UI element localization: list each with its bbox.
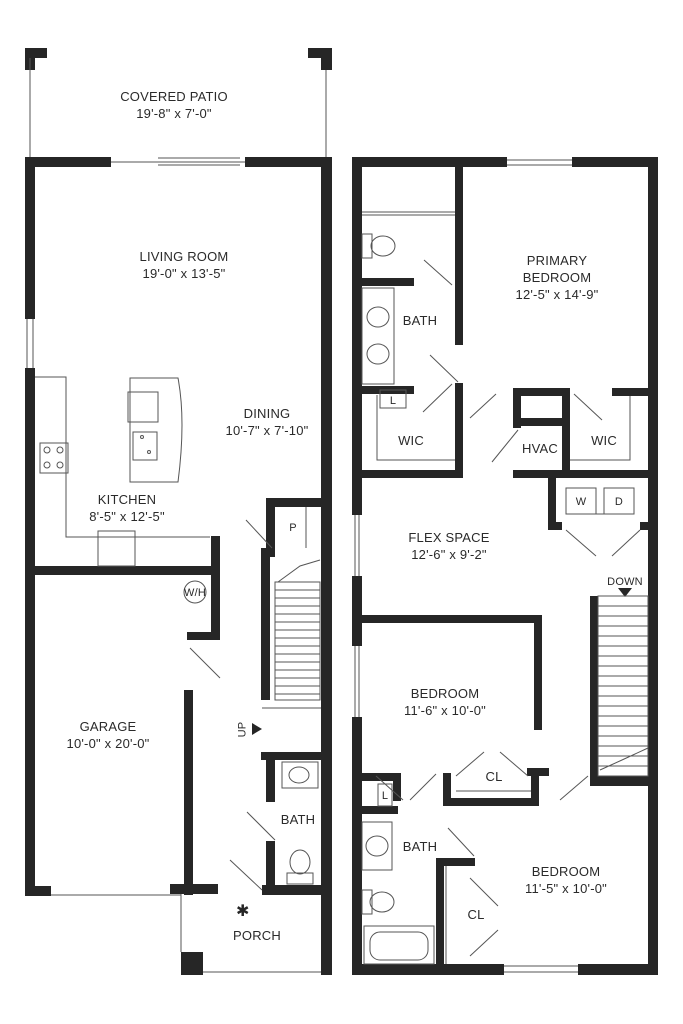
room-name: CL: [485, 769, 503, 784]
room-name: KITCHEN: [97, 492, 157, 507]
room-dims: 10'-0" x 20'-0": [66, 736, 150, 751]
room-label-porch: PORCH: [233, 927, 281, 944]
room-dims: 19'-0" x 13'-5": [142, 266, 226, 281]
room-name: GARAGE: [79, 719, 137, 734]
room-dims: 19'-8" x 7'-0": [136, 106, 212, 121]
room-label-bedroom-a: BEDROOM 11'-6" x 10'-0": [404, 685, 486, 719]
first-floor-fixtures: ✱: [26, 58, 327, 973]
first-floor-walls: [25, 48, 332, 975]
room-label-closet-a: CL: [485, 768, 502, 785]
linen-upper-label: L: [381, 790, 389, 802]
room-label-bath-upper: BATH: [403, 838, 438, 855]
room-label-living-room: LIVING ROOM 19'-0" x 13'-5": [140, 248, 229, 282]
room-label-kitchen: KITCHEN 8'-5" x 12'-5": [89, 491, 165, 525]
room-name: BEDROOM: [531, 864, 601, 879]
room-dims: 12'-6" x 9'-2": [411, 547, 487, 562]
room-label-flex-space: FLEX SPACE 12'-6" x 9'-2": [408, 529, 489, 563]
room-name: PORCH: [233, 928, 281, 943]
room-label-covered-patio: COVERED PATIO 19'-8" x 7'-0": [120, 88, 228, 122]
svg-text:✱: ✱: [236, 901, 249, 920]
room-name: WIC: [591, 433, 617, 448]
room-name: FLEX SPACE: [408, 530, 490, 545]
room-name: BATH: [402, 313, 438, 328]
room-name: DINING: [243, 406, 291, 421]
room-dims: 12'-5" x 14'-9": [515, 287, 599, 302]
room-name-line2: BEDROOM: [522, 270, 592, 285]
room-name: PRIMARY: [526, 253, 588, 268]
room-dims: 11'-5" x 10'-0": [525, 881, 607, 896]
room-name: WIC: [398, 433, 424, 448]
room-label-hvac: HVAC: [522, 440, 558, 457]
room-label-wic-left: WIC: [398, 432, 424, 449]
room-label-garage: GARAGE 10'-0" x 20'-0": [67, 718, 150, 752]
second-floor-walls: [352, 157, 658, 975]
room-dims: 8'-5" x 12'-5": [89, 509, 165, 524]
room-label-bath-down: BATH: [281, 811, 316, 828]
room-label-bath-primary: BATH: [403, 312, 438, 329]
room-label-bedroom-b: BEDROOM 11'-5" x 10'-0": [525, 863, 607, 897]
room-name: BEDROOM: [410, 686, 480, 701]
room-dims: 11'-6" x 10'-0": [404, 703, 486, 718]
room-name: BATH: [280, 812, 316, 827]
up-label: UP: [236, 721, 249, 738]
pantry-label: P: [289, 522, 297, 534]
second-floor-fixtures: [354, 159, 649, 973]
room-label-closet-b: CL: [467, 906, 484, 923]
water-heater-label: W/H: [184, 587, 206, 599]
room-name: LIVING ROOM: [139, 249, 229, 264]
linen-primary-label: L: [389, 395, 397, 407]
room-label-wic-right: WIC: [591, 432, 617, 449]
room-name: COVERED PATIO: [120, 89, 228, 104]
down-label: DOWN: [607, 576, 643, 588]
room-dims: 10'-7" x 7'-10": [225, 423, 309, 438]
room-label-primary-bedroom: PRIMARY BEDROOM 12'-5" x 14'-9": [516, 252, 599, 303]
room-name: BATH: [402, 839, 438, 854]
dryer-label: D: [614, 496, 624, 508]
room-name: CL: [467, 907, 485, 922]
room-name: HVAC: [522, 441, 558, 456]
room-label-dining: DINING 10'-7" x 7'-10": [226, 405, 309, 439]
washer-label: W: [575, 496, 587, 508]
